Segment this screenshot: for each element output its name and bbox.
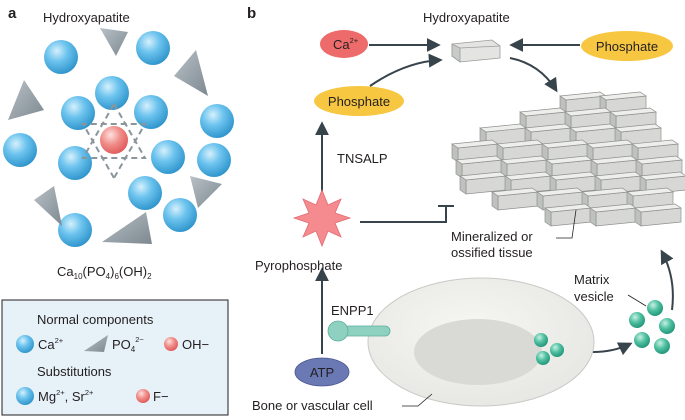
legend-oh-swatch <box>164 337 178 351</box>
tnsalp-label: TNSALP <box>337 151 388 166</box>
crystal <box>588 203 638 227</box>
single-crystal <box>451 39 501 63</box>
legend-f-label: F− <box>153 389 169 404</box>
legend-f-swatch <box>136 389 150 403</box>
legend-phosphate-swatch <box>84 335 108 352</box>
hydroxyapatite-title-a: Hydroxyapatite <box>43 10 130 25</box>
ca-ion <box>95 76 129 110</box>
crystal <box>454 155 504 179</box>
hydroxyapatite-title-b: Hydroxyapatite <box>423 10 510 25</box>
vesicle-to-tissue-arrow <box>660 249 674 311</box>
legend-oh-label: OH− <box>182 337 209 352</box>
matrix-leader-line <box>627 294 647 307</box>
calcium-ions-inner <box>58 76 185 210</box>
hydroxide-ion <box>100 126 128 154</box>
crystal <box>490 187 540 211</box>
mineralized-label-line1: Mineralized or <box>451 229 533 244</box>
phosphate-bubble-left <box>314 86 404 116</box>
cell-label: Bone or vascular cell <box>252 398 373 413</box>
phosphate-triangle <box>100 28 128 56</box>
ca-ion <box>58 146 92 180</box>
vesicle <box>550 343 564 357</box>
ca-ion <box>58 213 92 247</box>
calcium-ions-outer <box>3 31 234 247</box>
phosphate-left-to-crystal-arrow <box>369 53 443 87</box>
vesicles-in-cell <box>534 333 564 365</box>
atp-bubble <box>294 357 350 387</box>
vesicle <box>536 351 550 365</box>
ca-ion <box>197 143 231 177</box>
phosphate-triangle <box>190 176 222 208</box>
phosphate-triangle <box>102 212 152 244</box>
atp-label: ATP <box>310 365 334 380</box>
legend: Normal components Ca2+ PO42− OH− Substit… <box>1 299 229 416</box>
crystal-to-tissue-arrow <box>509 57 558 93</box>
vesicle <box>659 318 675 334</box>
hydroxyapatite-formula: Ca10(PO4)6(OH)2 <box>57 264 152 281</box>
ca-ion <box>163 198 197 232</box>
phosphate-right-label: Phosphate <box>596 39 658 54</box>
matrix-vesicle-cluster <box>629 300 675 354</box>
ca-ion <box>151 140 185 174</box>
legend-mg-sr-swatch <box>16 387 34 405</box>
matrix-vesicle-label-line1: Matrix <box>574 272 610 287</box>
crystal <box>633 203 683 227</box>
phosphate-bubble-right <box>581 31 673 61</box>
legend-substitutions-heading: Substitutions <box>37 364 112 379</box>
mineralized-tissue <box>450 91 685 227</box>
ca-ion <box>134 95 168 129</box>
mineralized-label-line2: ossified tissue <box>451 245 533 260</box>
arrows <box>315 38 674 356</box>
ca-ion <box>61 96 95 130</box>
enpp1-enzyme <box>327 320 391 342</box>
vesicle <box>634 332 650 348</box>
crystal-stack <box>450 91 685 227</box>
legend-box <box>1 299 229 416</box>
panel-a-label: a <box>8 5 17 22</box>
ca-ion <box>200 104 234 138</box>
crystal <box>589 155 639 179</box>
phosphate-groups <box>8 28 222 244</box>
enpp1-label: ENPP1 <box>331 303 374 318</box>
ca-ion <box>128 176 162 210</box>
vesicle <box>629 312 645 328</box>
ca-ion <box>136 31 170 65</box>
crystal <box>543 203 593 227</box>
inhibition-line <box>360 206 447 223</box>
pyrophosphate-star <box>292 188 352 248</box>
calcium-bubble-label: Ca2+ <box>333 36 359 52</box>
mineralized-leader-line <box>556 209 577 239</box>
legend-normal-heading: Normal components <box>37 312 154 327</box>
matrix-vesicle-label-line2: vesicle <box>574 289 614 304</box>
ca-ion <box>44 40 78 74</box>
cell-nucleus <box>414 319 542 385</box>
ca-ion <box>3 133 37 167</box>
legend-ca-swatch <box>16 335 34 353</box>
legend-ca-label: Ca2+ <box>38 336 64 352</box>
legend-mg-sr-label: Mg2+, Sr2+ <box>38 388 94 404</box>
phosphate-triangle <box>8 80 44 120</box>
panel-b: b Hydroxyapatite Ca2+ Phosphate Phosphat… <box>247 5 685 413</box>
crystal <box>458 171 508 195</box>
panel-b-label: b <box>247 5 256 22</box>
central-triangle <box>81 101 147 181</box>
cell-leader-line <box>402 393 433 407</box>
phosphate-left-label: Phosphate <box>328 94 390 109</box>
phosphate-triangle <box>174 50 208 96</box>
vesicle <box>534 333 548 347</box>
calcium-bubble <box>320 30 368 58</box>
vesicle <box>654 338 670 354</box>
phosphate-triangle <box>34 186 62 226</box>
legend-po4-label: PO42− <box>112 335 144 354</box>
vesicle <box>647 300 663 316</box>
pyrophosphate-label: Pyrophosphate <box>255 258 342 273</box>
panel-a: a Hydroxyapatite <box>1 5 234 416</box>
